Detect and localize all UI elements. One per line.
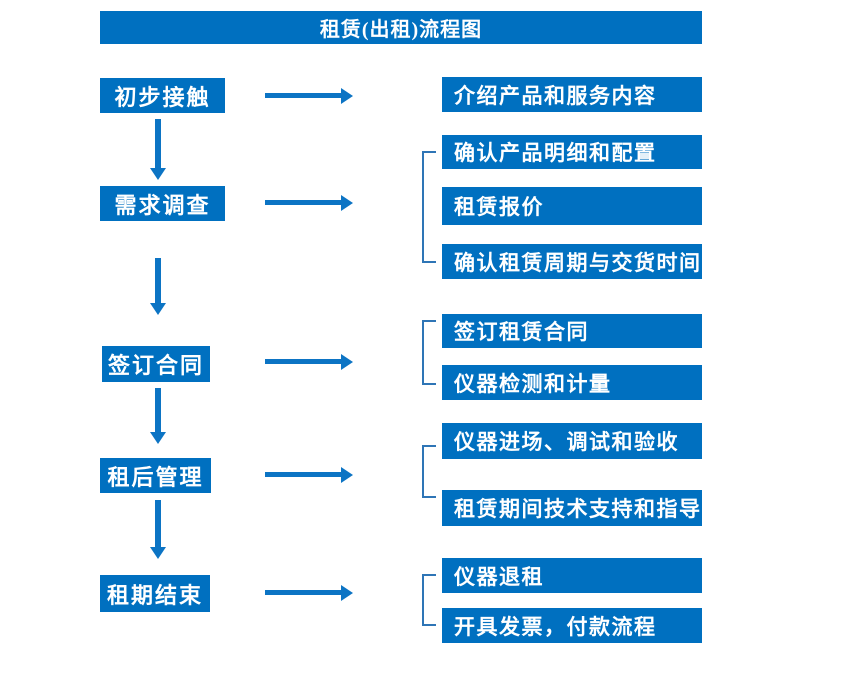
stage-box-post-rental-management: 租后管理 xyxy=(100,458,211,493)
down-arrow-2 xyxy=(155,258,161,304)
right-arrow-3 xyxy=(265,359,341,364)
detail-box-rental-quote: 租赁报价 xyxy=(442,187,702,225)
detail-box-introduce-products: 介绍产品和服务内容 xyxy=(442,77,702,112)
stage-box-rental-end: 租期结束 xyxy=(100,575,210,612)
detail-box-instrument-installation: 仪器进场、调试和验收 xyxy=(442,423,702,459)
right-arrow-4 xyxy=(265,472,341,477)
stage-box-initial-contact: 初步接触 xyxy=(100,78,225,113)
detail-box-invoice-payment: 开具发票，付款流程 xyxy=(442,608,702,643)
detail-box-sign-rental-contract: 签订租赁合同 xyxy=(442,314,702,348)
bracket-demand-survey-group xyxy=(422,151,436,263)
detail-box-instrument-inspection: 仪器检测和计量 xyxy=(442,365,702,400)
detail-box-instrument-return: 仪器退租 xyxy=(442,558,702,593)
down-arrow-1 xyxy=(155,119,161,169)
down-arrow-3 xyxy=(155,388,161,433)
right-arrow-5 xyxy=(265,590,341,595)
right-arrow-2 xyxy=(265,200,341,205)
detail-box-confirm-product-details: 确认产品明细和配置 xyxy=(442,135,702,169)
detail-box-confirm-rental-period: 确认租赁周期与交货时间 xyxy=(442,244,702,279)
detail-box-technical-support: 租赁期间技术支持和指导 xyxy=(442,490,702,526)
bracket-rental-end-group xyxy=(422,574,436,626)
stage-box-sign-contract: 签订合同 xyxy=(102,346,210,382)
flowchart-title: 租赁(出租)流程图 xyxy=(100,11,702,44)
bracket-sign-contract-group xyxy=(422,320,436,385)
down-arrow-4 xyxy=(155,500,161,548)
bracket-post-rental-group xyxy=(422,445,436,498)
stage-box-demand-survey: 需求调查 xyxy=(100,186,225,221)
right-arrow-1 xyxy=(265,93,341,98)
